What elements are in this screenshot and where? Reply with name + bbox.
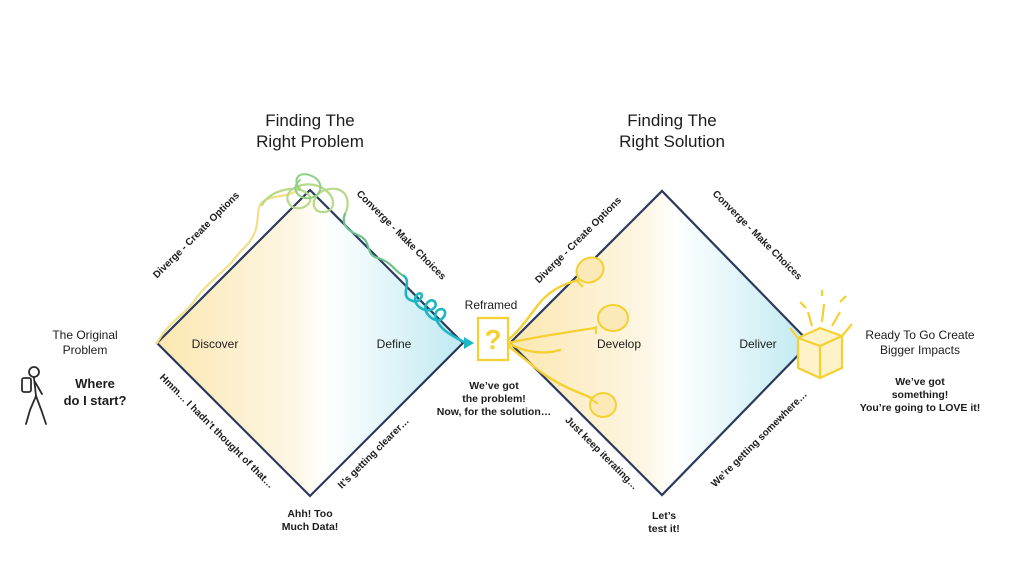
question-mark: ? — [484, 324, 502, 355]
problem-title: Finding The Right Problem — [232, 110, 388, 152]
phase-define: Define — [376, 337, 412, 351]
got-something-line2: something! — [891, 389, 949, 401]
gift-box-icon — [789, 290, 853, 380]
solution-title-line1: Finding The — [627, 111, 717, 130]
solution-title: Finding The Right Solution — [590, 110, 754, 152]
scribble-line — [155, 173, 468, 345]
problem-diamond — [155, 188, 465, 498]
reframed-box — [476, 316, 510, 362]
walking-person-icon — [21, 366, 47, 425]
where-start-label: Where do I start? — [52, 375, 138, 409]
ready-label: Ready To Go Create Bigger Impacts — [852, 328, 988, 358]
too-much-data-line2: Much Data! — [281, 521, 339, 533]
got-problem-line3: Now, for the solution… — [436, 406, 552, 418]
arrow-head — [464, 337, 474, 349]
problem-title-line1: Finding The — [265, 111, 355, 130]
ready-line2: Bigger Impacts — [879, 343, 961, 357]
got-problem-line2: the problem! — [462, 393, 526, 405]
ready-line1: Ready To Go Create — [865, 328, 975, 342]
where-start-line2: do I start? — [63, 393, 127, 408]
test-it-line1: Let’s — [651, 510, 677, 522]
original-problem-line2: Problem — [62, 343, 108, 357]
too-much-data-line1: Ahh! Too — [287, 508, 333, 520]
got-problem-line1: We’ve got — [469, 380, 519, 392]
test-it-label: Let’s test it! — [636, 510, 692, 536]
got-something-line1: We’ve got — [895, 376, 945, 388]
problem-title-line2: Right Problem — [256, 132, 364, 151]
original-problem-line1: The Original — [52, 328, 118, 342]
reframed-label: Reframed — [464, 298, 518, 312]
idea-branches — [506, 278, 597, 400]
test-it-line2: test it! — [648, 523, 680, 535]
got-something-line3: You’re going to LOVE it! — [859, 402, 981, 414]
got-problem-label: We’ve got the problem! Now, for the solu… — [424, 380, 564, 419]
got-something-label: We’ve got something! You’re going to LOV… — [850, 376, 990, 415]
phase-discover: Discover — [191, 337, 239, 351]
lightbulb-icon — [575, 256, 629, 418]
phase-develop: Develop — [596, 337, 642, 351]
phase-deliver: Deliver — [739, 337, 777, 351]
too-much-data-label: Ahh! Too Much Data! — [268, 508, 352, 534]
solution-title-line2: Right Solution — [619, 132, 725, 151]
where-start-line1: Where — [75, 376, 115, 391]
original-problem-label: The Original Problem — [40, 328, 130, 358]
